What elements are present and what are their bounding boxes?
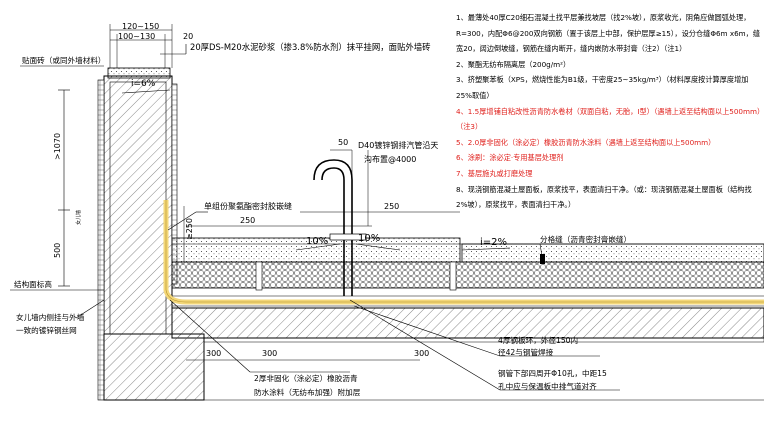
construction-note: 6、涂刷：涂必定·专用基层处理剂: [456, 153, 564, 163]
pipe-dimensions: 250 250 10% 10%: [186, 202, 460, 251]
dim-300-b: 300: [262, 349, 277, 358]
right-callouts: i=2% 分格缝（沥青密封膏嵌缝）: [461, 234, 631, 257]
construction-note: 3、挤塑聚苯板（XPS，燃烧性能为B1级，干密度25~35kg/m³）（材料厚度…: [456, 75, 749, 100]
parapet-plaster-label: 20厚DS-M20水泥砂浆（掺3.8%防水剂）抹平挂网，面贴外墙砖: [190, 42, 431, 52]
dim-20: 20: [183, 32, 193, 41]
dim-300-c: 300: [414, 349, 429, 358]
seal-callout: 单组份聚氨酯密封胶嵌缝 ≥250: [167, 201, 292, 262]
slope-2-percent: i=2%: [480, 237, 507, 248]
construction-note: 8、现浇钢筋混凝土屋面板，原浆找平，表面清扫干净。（或：现浇钢筋混凝土屋面板（结…: [456, 184, 752, 210]
dim-120-150: 120~150: [122, 22, 159, 31]
dim-250-a: 250: [240, 216, 255, 225]
dim-50: 50: [338, 138, 348, 147]
pipe-label-line1: D40镀锌钢排汽管沿天: [358, 140, 438, 150]
parapet-callouts: 20厚DS-M20水泥砂浆（掺3.8%防水剂）抹平挂网，面贴外墙砖 贴面砖（或同…: [20, 42, 431, 94]
coating-line1: 2厚非固化（涂必定）橡胶沥青: [254, 373, 358, 383]
seal-label: 单组份聚氨酯密封胶嵌缝: [204, 201, 292, 211]
slope-6-percent: i=6%: [131, 79, 156, 89]
steel-plate-line1: 4厚钢板环，外径150内: [498, 335, 578, 345]
dim-250-b: 250: [384, 202, 399, 211]
dim-250-vertical: ≥250: [185, 218, 194, 240]
left-height-dimensions: >1070 女儿墙 500: [53, 89, 82, 287]
dim-100-130: 100~130: [118, 32, 155, 41]
construction-note: 1、最薄处40厚C20细石混凝土找平层兼找坡层（找2%坡），原浆收光，阴角应做圆…: [456, 13, 761, 54]
dim-1070: >1070: [53, 133, 62, 160]
tile-facing-label: 贴面砖（或同外墙材料）: [22, 55, 106, 65]
parapet-top-dimensions: 120~150 100~130 20: [109, 22, 193, 68]
coating-line2: 防水涂料（无纺布加强）附加层: [254, 387, 361, 397]
construction-note: 2、聚酯无纺布隔离层（200g/m²）: [456, 59, 571, 69]
construction-note: 7、基层施丸或打磨处理: [456, 168, 533, 178]
roof-build-up: [103, 200, 764, 401]
construction-notes-list: 1、最薄处40厚C20细石混凝土找平层兼找坡层（找2%坡），原浆收光，阴角应做圆…: [456, 10, 762, 213]
bottom-callouts: 4厚钢板环，外径150内 径42与钢管焊接 钢管下部四周开Φ10孔，中距15 孔…: [169, 299, 620, 397]
vent-pipe: D40镀锌钢排汽管沿天 沟布置@4000 50: [313, 138, 438, 296]
construction-note: 5、2.0厚非固化（涂必定）橡胶沥青防水涂料（遇墙上返至结构面以上500mm）: [456, 137, 716, 147]
joint-label: 分格缝（沥青密封膏嵌缝）: [540, 234, 631, 244]
parapet-mark: 女儿墙: [75, 210, 82, 225]
bottom-dimensions: 300 300 300: [186, 349, 429, 361]
slope-10-a: 10%: [306, 236, 328, 247]
slope-10-b: 10%: [358, 233, 380, 244]
dim-300-a: 300: [206, 349, 221, 358]
steel-plate-line2: 径42与钢管焊接: [498, 347, 554, 357]
structure-top-label: 结构面标高: [14, 279, 52, 289]
left-labels: 结构面标高 女儿墙内侧挂与外墙 一致的镀锌钢丝网: [10, 279, 105, 335]
pipe-hole-line1: 钢管下部四周开Φ10孔，中距15: [498, 368, 607, 378]
mesh-label-line2: 一致的镀锌钢丝网: [16, 325, 77, 335]
mesh-label-line1: 女儿墙内侧挂与外墙: [16, 312, 85, 322]
construction-note: 4、1.5厚增铺自粘改性沥青防水卷材（双面自粘，无胎，I型）（遇墙上返至结构面以…: [456, 106, 761, 132]
pipe-label-line2: 沟布置@4000: [364, 154, 416, 164]
pipe-hole-line2: 孔中应与保温板中排气道对齐: [498, 381, 597, 391]
dim-500: 500: [53, 243, 62, 258]
parapet-wall: [97, 67, 178, 401]
